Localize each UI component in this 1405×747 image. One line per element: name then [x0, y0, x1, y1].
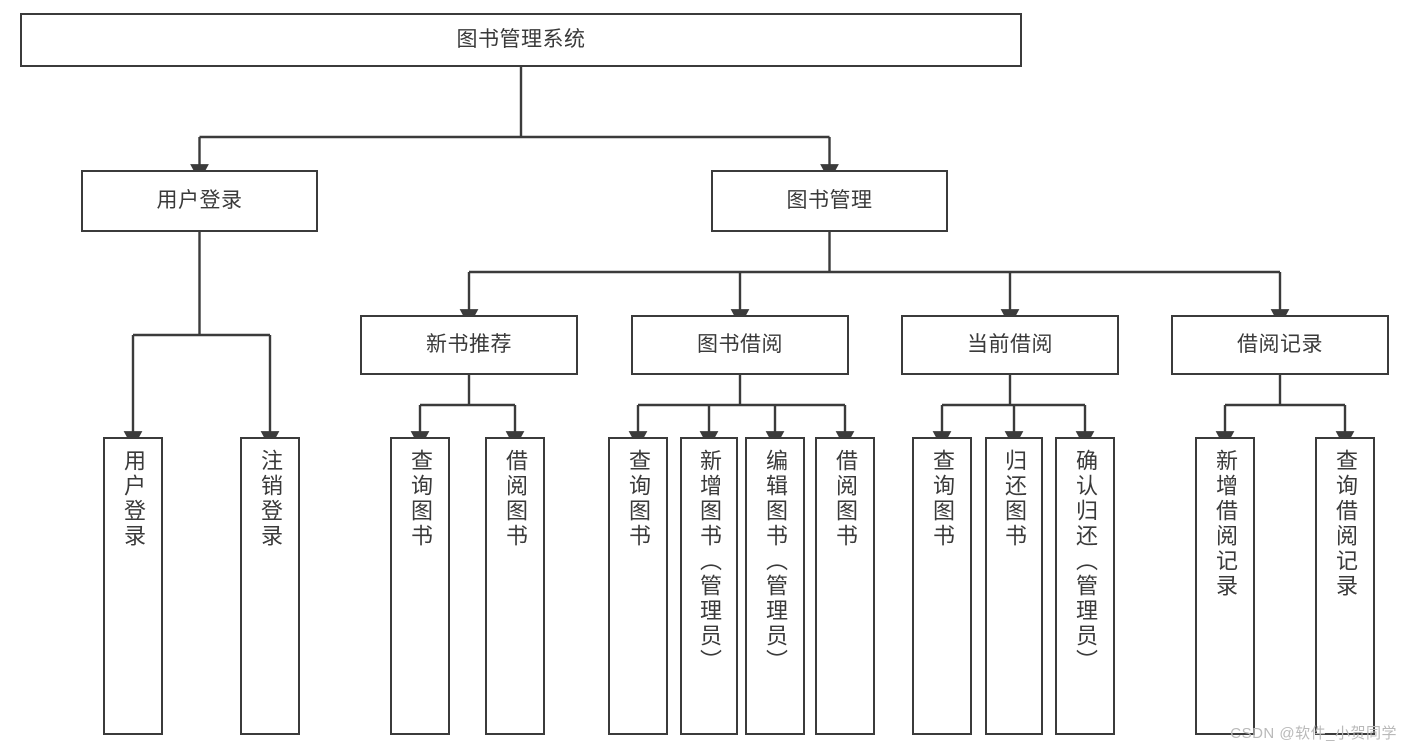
watermark: CSDN @软件_小贺同学 — [1230, 725, 1397, 742]
node-label: 查询借阅记录 — [1333, 449, 1358, 599]
node-label: 查询图书 — [408, 449, 433, 549]
node-label: 图书借阅 — [697, 332, 783, 356]
node-label: 新增借阅记录 — [1213, 449, 1238, 599]
node-label: 查询图书 — [930, 449, 955, 549]
node-label: 注销登录 — [258, 449, 283, 549]
node-leaf-query-2[interactable]: 查询图书 — [608, 437, 668, 735]
node-leaf-user-login[interactable]: 用户登录 — [103, 437, 163, 735]
node-label: 查询图书 — [626, 449, 651, 549]
node-leaf-borrow-2[interactable]: 借阅图书 — [815, 437, 875, 735]
node-leaf-add-rec[interactable]: 新增借阅记录 — [1195, 437, 1255, 735]
node-root[interactable]: 图书管理系统 — [20, 13, 1022, 67]
node-new-book-rec[interactable]: 新书推荐 — [360, 315, 578, 375]
node-book-borrow[interactable]: 图书借阅 — [631, 315, 849, 375]
node-label: 借阅图书 — [503, 449, 528, 549]
node-label: 新书推荐 — [426, 332, 512, 356]
node-leaf-borrow-1[interactable]: 借阅图书 — [485, 437, 545, 735]
node-borrow-record[interactable]: 借阅记录 — [1171, 315, 1389, 375]
node-label: 用户登录 — [156, 188, 243, 212]
node-label: 确认归还（管理员） — [1073, 449, 1098, 674]
node-leaf-add-book[interactable]: 新增图书（管理员） — [680, 437, 738, 735]
node-label: 用户登录 — [121, 449, 146, 549]
node-current-borrow[interactable]: 当前借阅 — [901, 315, 1119, 375]
node-leaf-return[interactable]: 归还图书 — [985, 437, 1043, 735]
node-label: 图书管理系统 — [456, 27, 586, 51]
node-label: 编辑图书（管理员） — [763, 449, 788, 674]
node-user-login[interactable]: 用户登录 — [81, 170, 318, 232]
node-label: 归还图书 — [1002, 449, 1027, 549]
node-leaf-query-3[interactable]: 查询图书 — [912, 437, 972, 735]
node-label: 图书管理 — [786, 188, 873, 212]
node-book-manage[interactable]: 图书管理 — [711, 170, 948, 232]
node-leaf-logout[interactable]: 注销登录 — [240, 437, 300, 735]
node-leaf-query-rec[interactable]: 查询借阅记录 — [1315, 437, 1375, 735]
node-label: 当前借阅 — [967, 332, 1053, 356]
node-leaf-query-1[interactable]: 查询图书 — [390, 437, 450, 735]
node-leaf-confirm[interactable]: 确认归还（管理员） — [1055, 437, 1115, 735]
node-leaf-edit-book[interactable]: 编辑图书（管理员） — [745, 437, 805, 735]
node-label: 借阅图书 — [833, 449, 858, 549]
node-label: 新增图书（管理员） — [697, 449, 722, 674]
node-label: 借阅记录 — [1237, 332, 1323, 356]
